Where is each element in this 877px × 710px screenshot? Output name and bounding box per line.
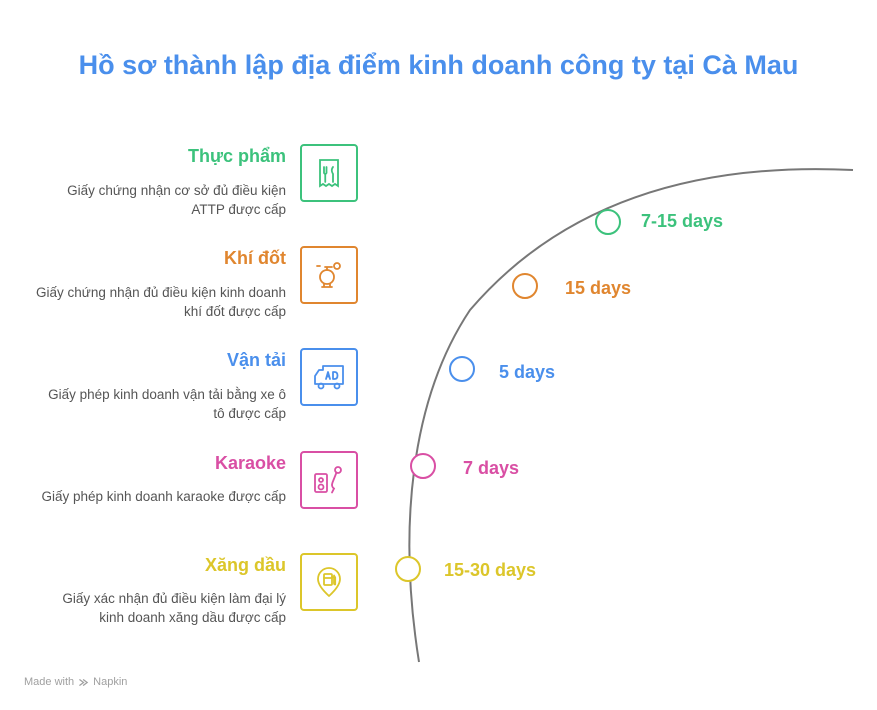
fuel-pump-pin-icon <box>300 553 358 611</box>
item-desc-gas: Giấy chứng nhận đủ điều kiện kinh doanh … <box>36 285 286 319</box>
days-label-gas: 15 days <box>565 278 632 298</box>
item-desc-karaoke: Giấy phép kinh doanh karaoke được cấp <box>41 489 286 504</box>
item-title-food: Thực phẩm <box>187 146 286 166</box>
days-label-transport: 5 days <box>499 362 556 382</box>
karaoke-speaker-mic-icon <box>300 451 358 509</box>
milestone-circle-3 <box>449 356 475 382</box>
gas-tank-icon <box>300 246 358 304</box>
item-desc-fuel: Giấy xác nhận đủ điều kiện làm đại lý ki… <box>62 591 286 625</box>
footer-made-with: Made with <box>24 676 75 688</box>
days-label-fuel: 15-30 days <box>444 560 537 580</box>
item-title-transport: Vận tải <box>226 350 286 370</box>
item-title-karaoke: Karaoke <box>214 453 286 473</box>
milestone-circle-2 <box>512 273 538 299</box>
milestone-circle-4 <box>410 453 436 479</box>
footer-watermark: Made with Napkin <box>24 676 127 688</box>
item-desc-transport: Giấy phép kinh doanh vận tải bằng xe ô t… <box>48 387 286 421</box>
napkin-logo-icon <box>79 678 89 686</box>
item-title-gas: Khí đốt <box>224 248 286 268</box>
milestone-circle-1 <box>595 209 621 235</box>
days-label-karaoke: 7 days <box>463 458 520 478</box>
page-title: Hồ sơ thành lập địa điểm kinh doanh công… <box>78 50 799 80</box>
ad-truck-icon <box>300 348 358 406</box>
footer-brand: Napkin <box>93 676 128 688</box>
food-permit-icon <box>300 144 358 202</box>
days-label-food: 7-15 days <box>641 211 724 231</box>
item-title-fuel: Xăng dầu <box>204 555 286 575</box>
milestone-circle-5 <box>395 556 421 582</box>
item-desc-food: Giấy chứng nhận cơ sở đủ điều kiện ATTP … <box>67 183 286 217</box>
